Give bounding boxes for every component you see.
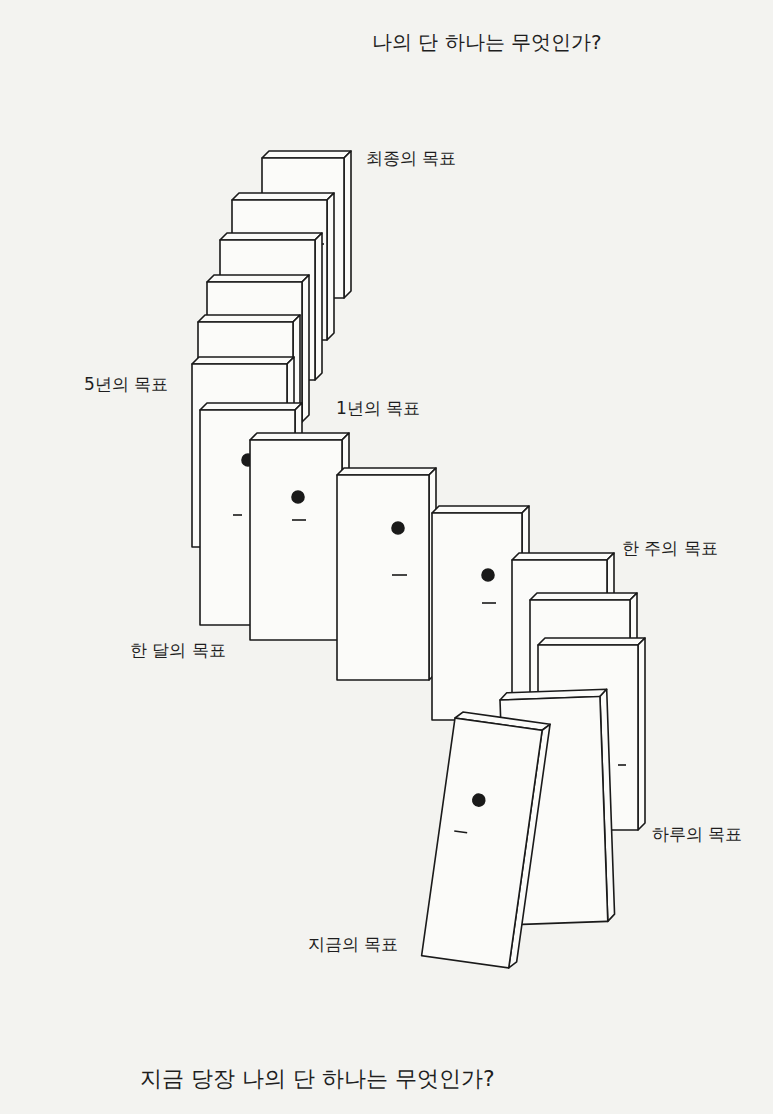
caption: 지금 당장 나의 단 하나는 무엇인가? bbox=[140, 1066, 495, 1092]
goal-label: 최종의 목표 bbox=[366, 148, 456, 168]
goal-label: 한 달의 목표 bbox=[130, 640, 226, 660]
domino bbox=[250, 433, 349, 640]
goal-label: 지금의 목표 bbox=[308, 934, 398, 954]
domino bbox=[422, 711, 550, 969]
goal-label: 하루의 목표 bbox=[652, 824, 742, 844]
goal-label: 5년의 목표 bbox=[84, 374, 168, 394]
domino bbox=[337, 468, 436, 680]
title: 나의 단 하나는 무엇인가? bbox=[372, 30, 602, 54]
goal-label: 한 주의 목표 bbox=[622, 538, 718, 558]
goal-label: 1년의 목표 bbox=[336, 398, 420, 418]
